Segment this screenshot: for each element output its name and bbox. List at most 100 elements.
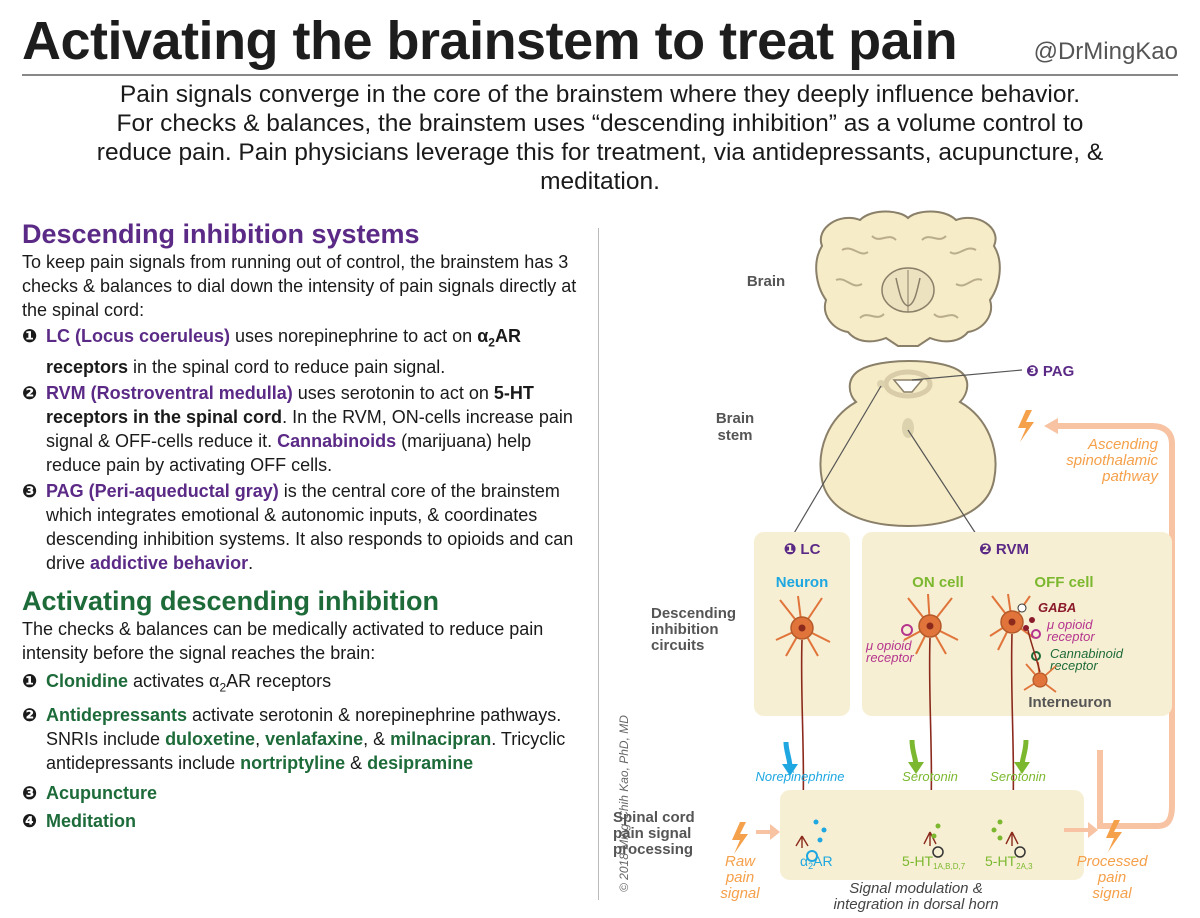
term-cannabinoids: Cannabinoids [277, 430, 397, 451]
label-cannabinoid: Cannabinoid [1050, 646, 1124, 661]
label-cannabinoid: receptor [1050, 658, 1098, 673]
label-spinal: pain signal [613, 825, 691, 842]
term-meditation: Meditation [46, 811, 136, 832]
label-brainstem: stem [717, 427, 752, 444]
lc-terminal [795, 819, 827, 862]
lightning-icon [732, 822, 748, 854]
item-text: , [255, 729, 266, 750]
label-rvm: ❷ RVM [979, 541, 1029, 558]
list-item-pag: ❸ PAG (Peri-aqueductal gray) is the cent… [22, 479, 582, 575]
item-number: ❷ [22, 705, 38, 726]
label-raw: Raw [725, 853, 756, 870]
item-text: is the central core of the brainstem whi… [46, 480, 574, 573]
item-text: & [345, 753, 368, 774]
interneuron-cell [1023, 629, 1057, 693]
label-interneuron: Interneuron [1028, 694, 1111, 711]
list-item-antidepressants: ❷ Antidepressants activate serotonin & n… [22, 703, 582, 775]
drug-duloxetine: duloxetine [165, 729, 256, 750]
section-intro: The checks & balances can be medically a… [22, 618, 544, 663]
drug-nortriptyline: nortriptyline [240, 753, 346, 774]
label-mu-opioid: receptor [866, 650, 914, 665]
label-alpha-ar: α2AR [800, 853, 833, 871]
lightning-icon [1106, 820, 1122, 852]
term-alpha: α [477, 326, 489, 346]
list-item-meditation: ❹ Meditation [22, 809, 582, 833]
item-text: (marijuana) help reduce pain by activati… [46, 430, 532, 475]
label-brainstem: Brain [716, 410, 754, 427]
intro-line: meditation. [540, 168, 660, 195]
list-item-lc: ❶ LC (Locus coeruleus) uses norepinephri… [22, 324, 582, 379]
mu-receptor-icon [901, 624, 913, 636]
term-subscript: 2 [488, 335, 495, 350]
label-5ht2: 5-HT2A,3 [985, 853, 1033, 871]
label-gaba: GABA [1038, 600, 1076, 615]
list-item-clonidine: ❶ Clonidine activates α2AR receptors [22, 669, 582, 700]
norepinephrine-arrow-head [782, 764, 798, 776]
term-clonidine: Clonidine [46, 670, 128, 691]
serotonin-arrow-head [1014, 762, 1030, 774]
label-5ht1: 5-HT1A,B,D,7 [902, 853, 966, 871]
column-divider [598, 228, 599, 900]
item-text: . In the RVM, ON-cells increase pain sig… [46, 406, 573, 451]
label-processed: Processed [1077, 853, 1149, 870]
item-number: ❸ [22, 783, 38, 804]
label-norepinephrine: Norepinephrine [756, 769, 845, 784]
section-heading-descending: Descending inhibition systems [22, 219, 420, 249]
list-item-rvm: ❷ RVM (Rostroventral medulla) uses serot… [22, 381, 582, 477]
label-descending: circuits [651, 637, 704, 654]
item-number: ❶ [22, 670, 38, 691]
brain-cross-section [815, 210, 1001, 347]
alpha-receptor-icon [806, 850, 818, 862]
label-off-cell: OFF cell [1034, 574, 1093, 591]
drug-desipramine: desipramine [367, 753, 474, 774]
item-text: uses norepinephrine to act on [230, 326, 478, 346]
item-text: . Tricyclic antidepressants include [46, 729, 566, 774]
label-processed: signal [1092, 885, 1132, 902]
term-subscript: 2 [219, 680, 227, 695]
term-ar-receptors: AR receptors [46, 326, 521, 377]
term-alpha: α [209, 670, 220, 691]
lc-neuron [775, 595, 831, 657]
label-descending: inhibition [651, 621, 718, 638]
item-text: activates [128, 670, 210, 691]
label-ascending: Ascending [1087, 436, 1159, 453]
left-column: Descending inhibition systems To keep pa… [22, 218, 582, 833]
label-raw: signal [720, 885, 760, 902]
label-mu-opioid: μ opioid [865, 638, 912, 653]
label-modulation: Signal modulation & [849, 880, 982, 897]
section-heading-activating: Activating descending inhibition [22, 585, 440, 616]
item-text: AR receptors [226, 670, 332, 691]
gaba-vesicle-icon [1029, 617, 1035, 623]
item-number: ❶ [22, 326, 38, 346]
item-text: . [248, 552, 254, 573]
intro-line: Pain signals converge in the core of the… [119, 81, 1081, 108]
off-terminal [991, 819, 1026, 858]
ascending-pathway-line [1054, 423, 1175, 829]
mu-receptor-icon [1031, 629, 1041, 639]
title-divider [22, 74, 1178, 76]
item-number: ❹ [22, 811, 38, 832]
item-text: uses serotonin to act on [292, 382, 494, 403]
pointer-pag [911, 369, 1023, 381]
label-descending: Descending [651, 605, 736, 622]
intro-line: For checks & balances, the brainstem use… [116, 110, 1084, 137]
intro-line: reduce pain. Pain physicians leverage th… [96, 139, 1104, 166]
author-handle: @DrMingKao [1033, 38, 1178, 65]
term-rvm: RVM (Rostroventral medulla) [46, 382, 293, 403]
term-antidepressants: Antidepressants [46, 705, 188, 726]
term-pag: PAG (Peri-aqueductal gray) [46, 480, 279, 501]
label-ascending: spinothalamic [1066, 452, 1158, 469]
serotonin-arrow-head [908, 762, 924, 774]
term-lc: LC (Locus coeruleus) [46, 326, 231, 346]
term-5ht-receptors: 5-HT receptors in the spinal cord [46, 382, 534, 427]
item-text: , & [363, 729, 391, 750]
label-spinal: processing [613, 841, 693, 858]
pointer-lc [789, 385, 882, 541]
pain-pathway-diagram: Brain Brain stem ❸ PAG Ascending spinoth… [613, 210, 1175, 913]
pointer-rvm [907, 429, 981, 541]
copyright-text: © 2018 Ming-Chih Kao, PhD, MD [617, 715, 631, 892]
term-acupuncture: Acupuncture [46, 783, 158, 804]
lightning-icon [1018, 410, 1034, 442]
inhibit-icon [932, 846, 944, 858]
section-intro: To keep pain signals from running out of… [22, 252, 577, 320]
